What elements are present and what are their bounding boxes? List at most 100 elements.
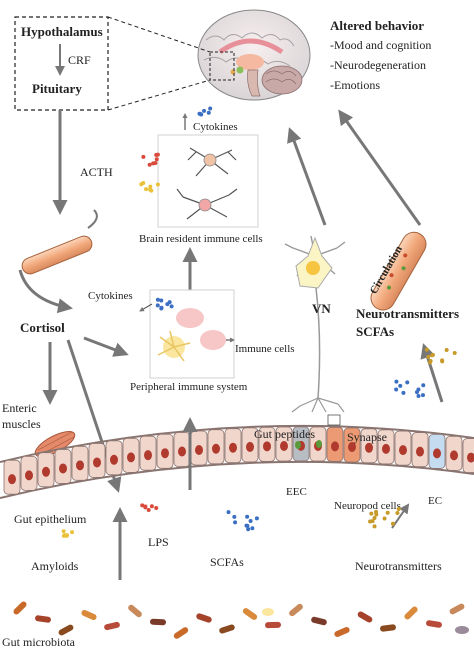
brain-immune-label: Brain resident immune cells (139, 233, 263, 245)
bacterium (265, 621, 281, 629)
cell-nucleus (467, 452, 474, 463)
bacterium (404, 606, 418, 620)
zoom-line-bottom (107, 79, 211, 111)
bacterium (380, 624, 396, 632)
cell-nucleus (42, 466, 50, 477)
cytokine-dot (208, 106, 213, 111)
behavior-title: Altered behavior (330, 18, 424, 33)
scfa-dot (244, 523, 249, 528)
cell-nucleus (178, 446, 186, 457)
scfa-dot (401, 390, 406, 395)
scfa-dot (254, 516, 259, 521)
brain-cytokines-label: Cytokines (193, 121, 238, 133)
cell-nucleus (433, 448, 441, 459)
scfa-dot (250, 526, 255, 531)
cell-nucleus (331, 441, 339, 452)
behavior-item: -Neurodegeneration (330, 58, 426, 72)
lps-label: LPS (148, 535, 169, 549)
neurotransmitter-dot (390, 521, 395, 526)
cell-nucleus (144, 450, 152, 461)
bacterium (219, 624, 235, 634)
scfa-dot (246, 527, 251, 532)
scfa-dot (233, 520, 238, 525)
peripheral-cytokines-label: Cytokines (88, 290, 133, 302)
neurotransmitter-dot (430, 353, 435, 358)
neurotransmitter-dot (382, 516, 387, 521)
neurotransmitter-dot (370, 519, 375, 524)
peripheral-immune-label: Peripheral immune system (130, 381, 248, 393)
cell-nucleus (399, 445, 407, 456)
gut-peptide-dot (295, 441, 301, 449)
enteric-muscles-label-line2: muscles (2, 417, 41, 431)
cell-nucleus (348, 441, 356, 452)
cell-nucleus (127, 452, 135, 463)
gut-peptides-label: Gut peptides (254, 427, 315, 441)
circulation-tube (370, 231, 427, 311)
cell-nucleus (450, 450, 458, 461)
zoom-line-top (107, 16, 211, 53)
scfa-dot (394, 379, 399, 384)
amyloid-dot (61, 529, 66, 534)
cytokine-dot (149, 188, 154, 193)
scfa-dot (420, 393, 425, 398)
acth-label: ACTH (80, 165, 113, 179)
ec-label: EC (428, 495, 442, 507)
neurotransmitter-dot (385, 510, 390, 515)
gut-microbiota-label: Gut microbiota (2, 635, 76, 649)
bacterium (311, 616, 327, 626)
peripheral-cytokine-arrow (139, 303, 153, 312)
cell-nucleus (263, 441, 271, 452)
neurotransmitter-dot (396, 507, 401, 512)
bacterium (357, 611, 373, 623)
scfas-label: SCFAs (356, 324, 394, 339)
gut-epithelium (0, 424, 474, 499)
lps-dot (149, 504, 154, 509)
enteric-muscles-label-line1: Enteric (2, 401, 37, 415)
cytokine-dot (153, 160, 158, 165)
neurotransmitter-dot (444, 348, 449, 353)
bacterium (35, 615, 51, 623)
bacterium (334, 627, 350, 637)
bacterium (262, 608, 274, 616)
blood-vessel-tube-left (21, 235, 93, 275)
cortisol-label: Cortisol (20, 320, 65, 335)
eec-label: EEC (286, 486, 307, 498)
cytokine-dot (155, 297, 160, 302)
cytokine-dot (206, 110, 211, 115)
neuropod-cells-label: Neuropod cells (334, 500, 401, 512)
vagus-neuron (284, 235, 346, 413)
scfa-dot (398, 383, 403, 388)
gut-epithelium-label: Gut epithelium (14, 512, 87, 526)
bacterium (150, 618, 166, 626)
cell-nucleus (246, 441, 254, 452)
scfa-dot (416, 393, 421, 398)
bacterium (81, 609, 97, 621)
cell-nucleus (76, 460, 84, 471)
cytokine-dot (141, 154, 146, 159)
bacterium (128, 604, 142, 618)
cytokine-dot (159, 305, 164, 310)
tube-to-cortisol-arrow (18, 269, 73, 314)
vn-label: VN (312, 301, 331, 316)
behavior-item: -Mood and cognition (330, 38, 431, 52)
bacterium (242, 608, 258, 620)
cell-nucleus (195, 445, 203, 456)
scfa-dot (394, 387, 399, 392)
neurotransmitter-dot (424, 347, 429, 352)
cytokine-dot (155, 182, 160, 187)
peripheral-immune-panel (149, 289, 235, 379)
cell-nucleus (212, 443, 220, 454)
bacterium (58, 624, 74, 636)
hypothalamus-zoom-box (209, 51, 235, 81)
cell-nucleus (229, 442, 237, 453)
cytokine-dot (159, 298, 164, 303)
bacterium (196, 613, 212, 623)
cytokine-dot (198, 111, 203, 116)
tube-curve-top (87, 209, 98, 229)
cytokine-dot (155, 303, 160, 308)
epithelial-cell-row (3, 426, 474, 495)
cell-nucleus (93, 457, 101, 468)
cell-nucleus (161, 448, 169, 459)
lps-dot (140, 503, 145, 508)
cell-nucleus (280, 441, 288, 452)
